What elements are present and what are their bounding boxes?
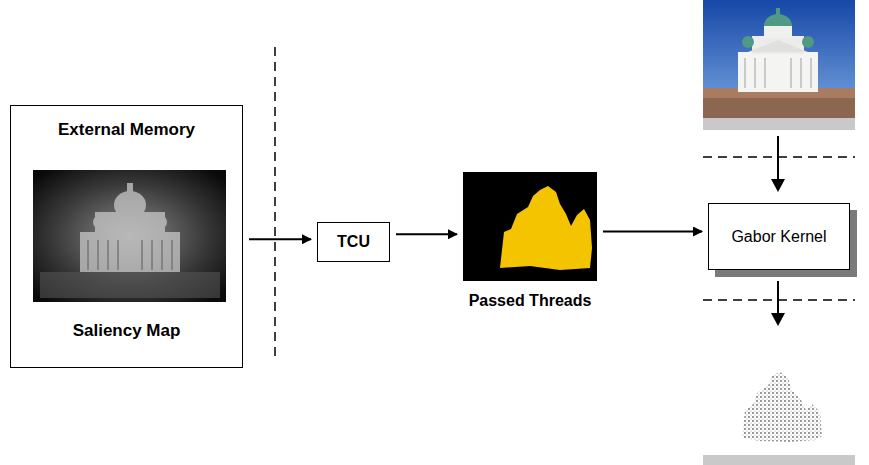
- flow-arrow: [396, 233, 457, 235]
- image-node: Passed Threads: [463, 172, 597, 281]
- node-label: External Memory: [58, 120, 195, 140]
- passed-threads-image: [463, 172, 597, 281]
- flow-arrow: [249, 238, 311, 240]
- process-box: Gabor Kernel: [708, 203, 850, 270]
- node-label: Passed Threads: [420, 292, 640, 310]
- process-box: TCU: [317, 222, 390, 262]
- gabor-output-image: [703, 372, 855, 465]
- input-photo: [703, 0, 855, 130]
- flow-arrow: [777, 136, 779, 180]
- flow-arrow: [603, 231, 702, 233]
- node-label: Gabor Kernel: [731, 228, 826, 246]
- saliency-map-image: [33, 170, 226, 302]
- memory-box: External MemorySaliency Map: [10, 105, 243, 368]
- arrow-head: [771, 313, 785, 326]
- node-label: TCU: [337, 233, 370, 251]
- flow-arrow: [777, 281, 779, 314]
- separator-line: [274, 47, 276, 356]
- node-label: Saliency Map: [73, 321, 181, 341]
- arrow-head: [771, 179, 785, 192]
